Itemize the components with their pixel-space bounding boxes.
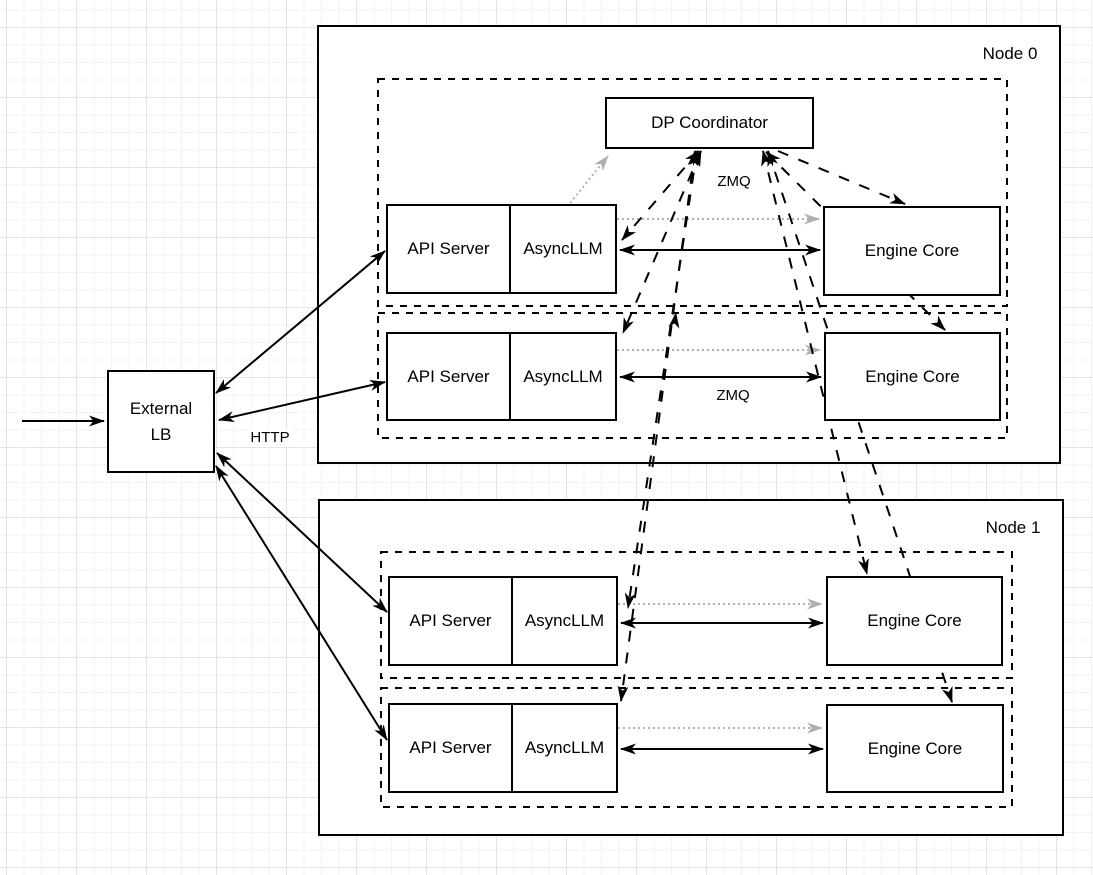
box-api-async-n1r0 bbox=[388, 576, 618, 666]
box-engine-core-n0r1 bbox=[824, 332, 1001, 421]
box-engine-core-n1r0 bbox=[826, 576, 1003, 666]
edge-dp-async-n1r1 bbox=[617, 150, 699, 702]
edge-lb-api-n0r1 bbox=[218, 379, 386, 423]
box-engine-core-n0r0 bbox=[823, 206, 1001, 296]
box-api-async-n0r0 bbox=[386, 204, 617, 294]
box-api-async-n1r1 bbox=[388, 703, 618, 793]
box-external-lb bbox=[107, 370, 215, 473]
mid-arrowhead-replica-border bbox=[668, 312, 680, 329]
edge-lb-api-n1r1 bbox=[215, 465, 388, 741]
edge-async-dp-dotted bbox=[566, 155, 609, 208]
edge-lb-api-n0r0 bbox=[215, 250, 386, 394]
box-api-async-n0r1 bbox=[386, 332, 617, 421]
box-engine-core-n1r1 bbox=[826, 704, 1004, 793]
box-dp-coordinator bbox=[605, 97, 814, 149]
